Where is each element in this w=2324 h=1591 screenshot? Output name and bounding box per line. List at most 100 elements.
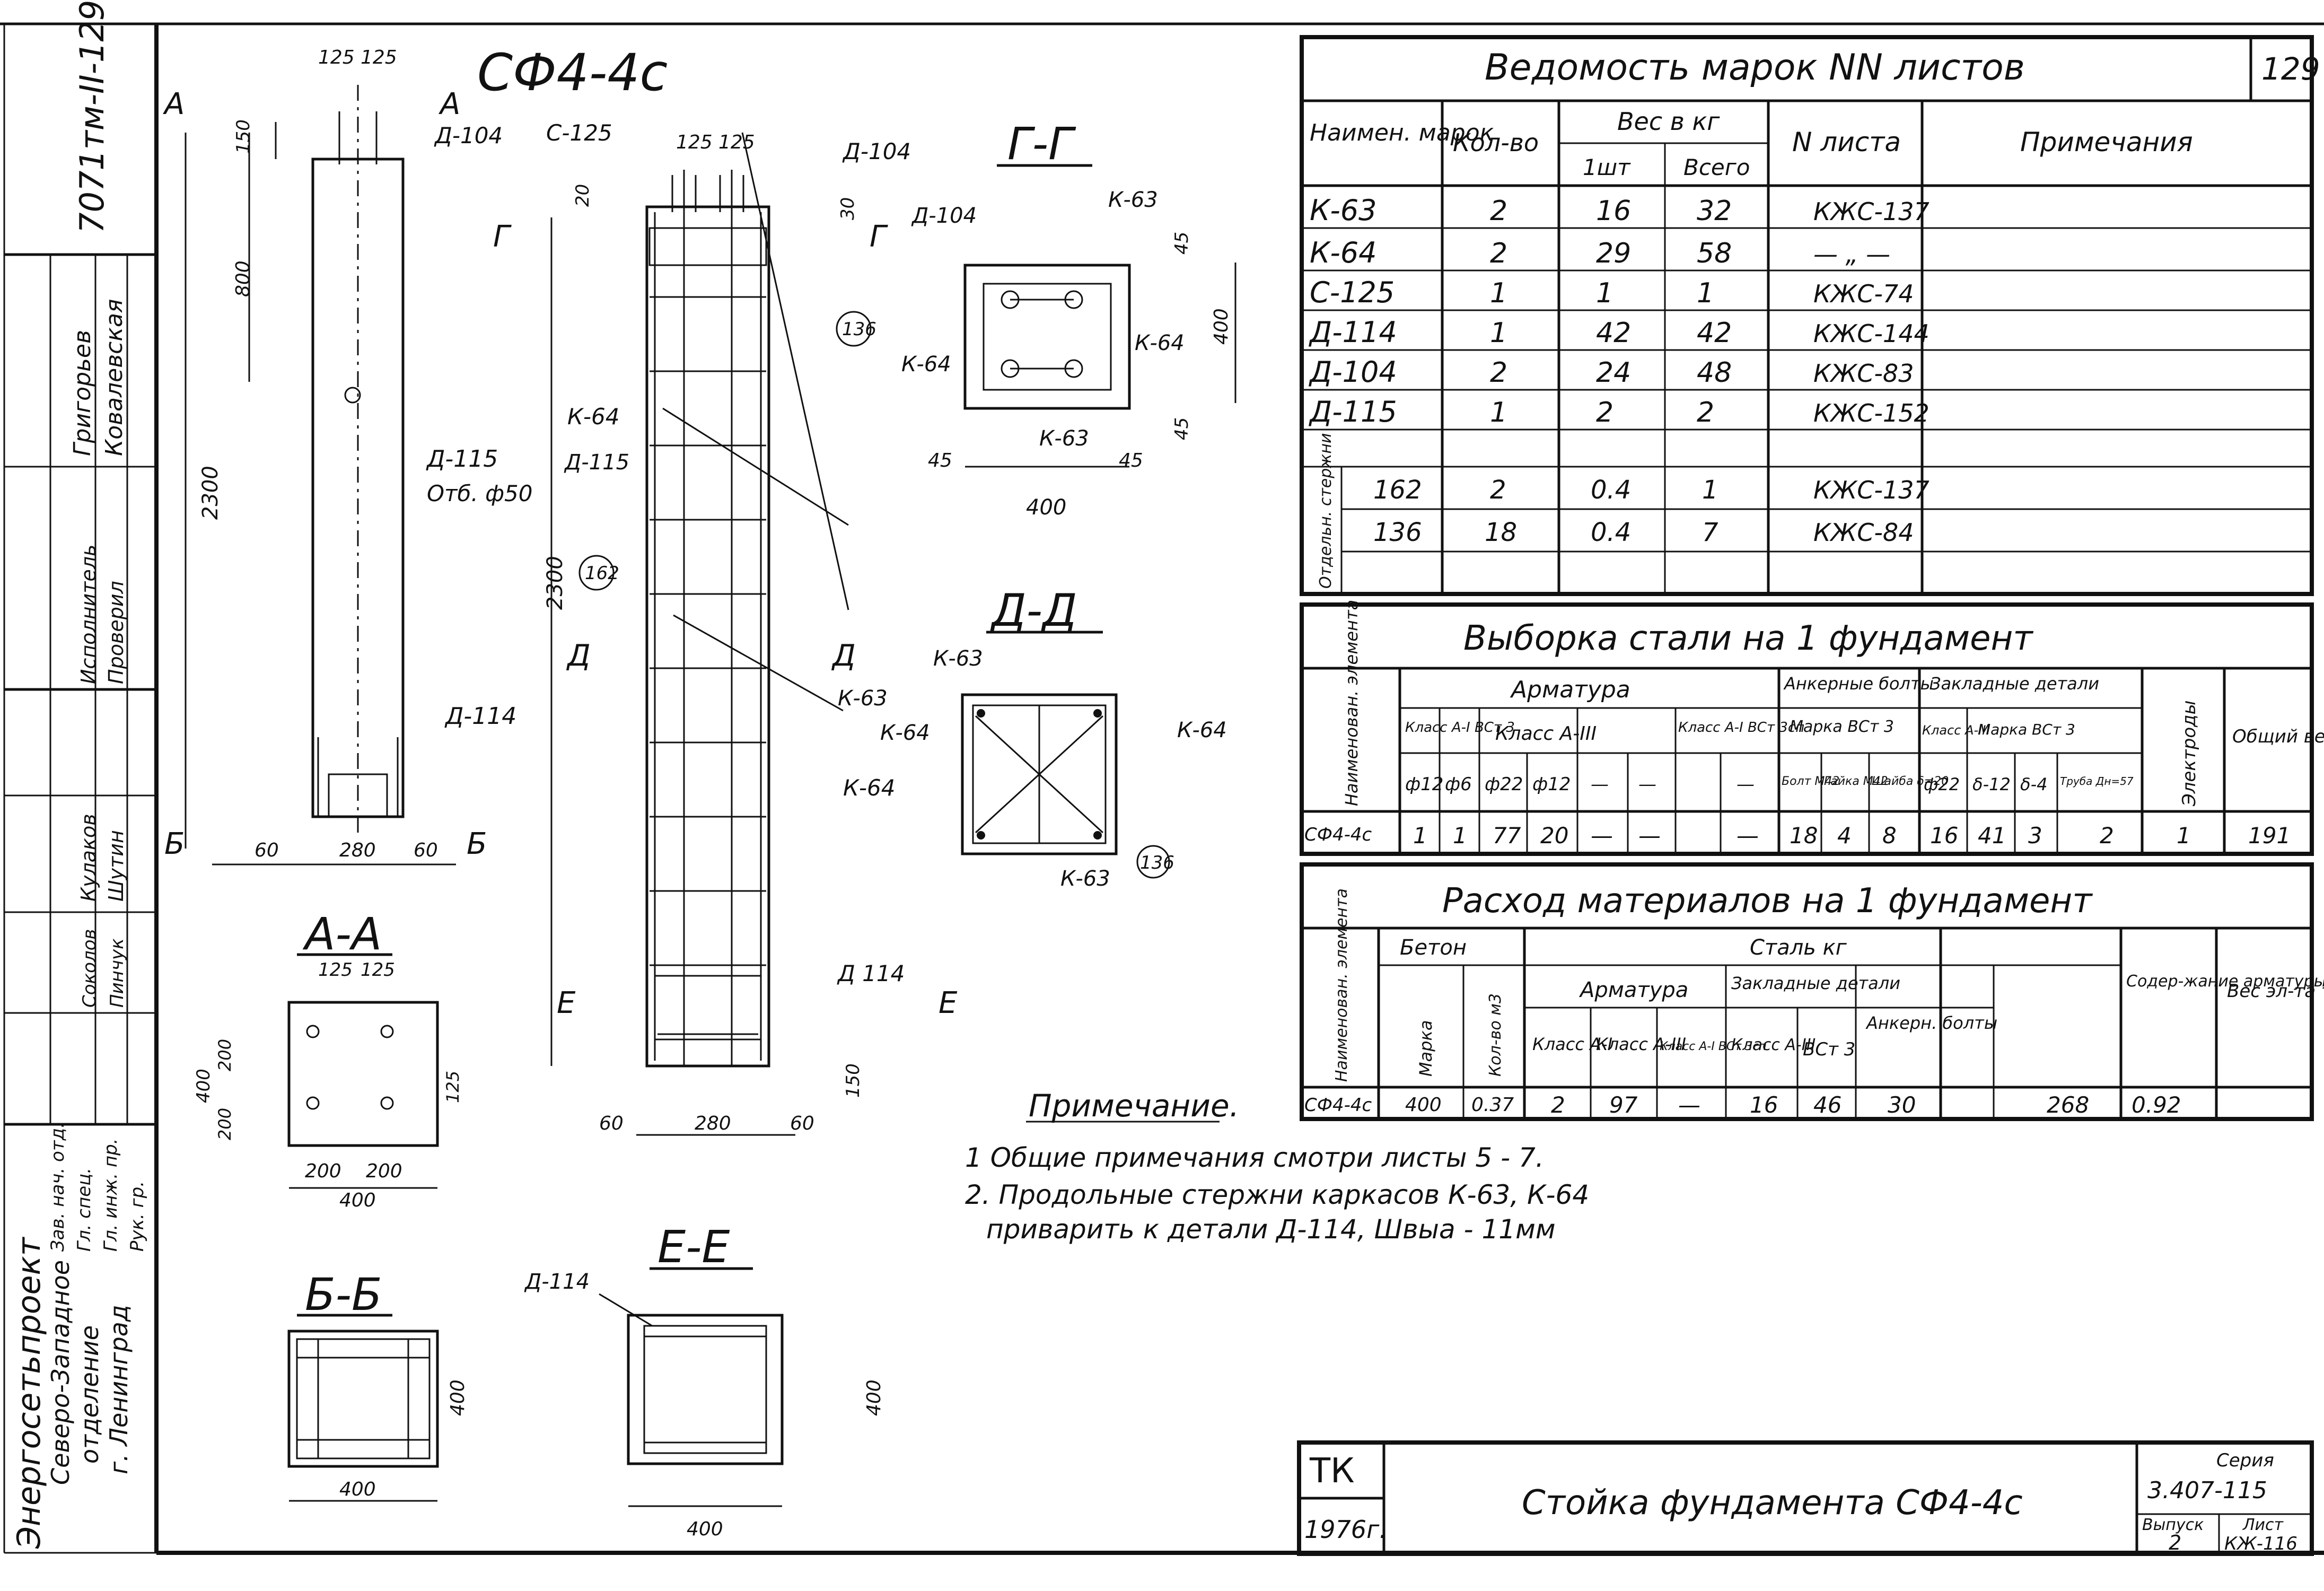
name-kovalevskaya: Ковалевская xyxy=(101,299,128,456)
ras-h-emb-st3: ВСт 3 xyxy=(1803,1039,1855,1060)
ras-h-beton: Бетон xyxy=(1400,936,1467,960)
note-3: приварить к детали Д-114, Швыа - 11мм xyxy=(986,1214,1556,1245)
vyb-h-emb: Закладные детали xyxy=(1930,674,2099,694)
vyb-sub-9: Шайба δ=20 xyxy=(1872,775,1949,788)
sep0-name: 162 xyxy=(1373,475,1422,505)
cut-e-left: Е xyxy=(557,986,576,1020)
tb-year: 1976г. xyxy=(1304,1515,1387,1544)
name-sokolov: Соколов xyxy=(79,929,100,1008)
sep1-all: 7 xyxy=(1702,518,1718,547)
row2-all: 1 xyxy=(1697,277,1714,309)
gg-k63b: К-63 xyxy=(1039,426,1089,451)
gg-k64a: К-64 xyxy=(901,352,951,377)
cage-c125: С-125 xyxy=(546,120,612,146)
elevation-outline-view: СФ4-4с Д-104 Д-115 Отб. ф50 Д-114 125 12… xyxy=(163,43,668,866)
vyb-sub-3: ф12 xyxy=(1532,774,1571,795)
role-spec: Гл. спец. xyxy=(74,1168,95,1252)
section-e-e: Е-Е Д-114 400 400 xyxy=(524,1221,885,1540)
cut-b-left: Б xyxy=(164,827,185,861)
ras-h-anchor: Анкерн. болты xyxy=(1865,1013,1997,1033)
vyb-h-arm: Арматура xyxy=(1510,676,1630,703)
dim-60a: 60 xyxy=(255,840,279,861)
org-name: Энергосетьпроект xyxy=(11,1236,48,1549)
row5-sheet: КЖС-152 xyxy=(1813,399,1930,427)
side-code: 7071тм-II-129 xyxy=(73,0,111,233)
bb-dim-400v: 400 xyxy=(447,1379,469,1416)
gg-k63a: К-63 xyxy=(1108,188,1158,212)
section-a-a: А-А 125 125 200 200 400 200 200 400 125 xyxy=(193,908,463,1211)
name-pinchuk: Пинчук xyxy=(107,938,128,1008)
elev-d115: Д-115 xyxy=(426,445,498,473)
ras-h-mark: Марка xyxy=(1416,1020,1436,1077)
notes-title: Примечание. xyxy=(1029,1088,1239,1124)
row3-all: 42 xyxy=(1697,317,1732,349)
row3-qty: 1 xyxy=(1490,317,1507,349)
vyb-sub-4: — xyxy=(1591,774,1609,795)
vedomost-title: Ведомость марок NN листов xyxy=(1485,47,2025,89)
ras-h-name: Наименован. элемента xyxy=(1332,888,1351,1082)
row5-all: 2 xyxy=(1697,397,1714,429)
aa-dim-400: 400 xyxy=(339,1190,376,1211)
sep-label: Отдельн. стержни xyxy=(1317,433,1335,589)
vyb-h-total: Общий вес кг xyxy=(2232,726,2324,747)
dd-k64b: К-64 xyxy=(1177,718,1227,742)
vyb-h-name: Наименован. элемента xyxy=(1341,600,1362,806)
tb-issue-label: Выпуск xyxy=(2142,1516,2204,1534)
row1-name: К-64 xyxy=(1310,236,1377,269)
elev-d104: Д-104 xyxy=(434,123,503,148)
row4-qty: 2 xyxy=(1490,357,1507,389)
gg-dim-45a: 45 xyxy=(928,450,952,471)
vyb-h-emb-cls: Класс А-III xyxy=(1922,723,1989,738)
role-head: Зав. нач. отд. xyxy=(47,1122,68,1252)
cage-dim-125b: 125 xyxy=(718,132,755,153)
row3-sheet: КЖС-144 xyxy=(1813,319,1930,348)
note-1: 1 Общие примечания смотри листы 5 - 7. xyxy=(965,1142,1544,1173)
aa-dim-125c: 125 xyxy=(443,1071,463,1103)
cage-k64b: К-64 xyxy=(843,775,895,801)
aa-dim-200b: 200 xyxy=(366,1160,402,1182)
row5-one: 2 xyxy=(1596,397,1613,429)
vyb-row-10: 8 xyxy=(1882,823,1897,849)
sep1-sheet: КЖС-84 xyxy=(1813,518,1914,547)
ras-h-content: Содер-жание арматуры кг/м3 xyxy=(2126,972,2324,991)
vyb-row-8: 18 xyxy=(1790,823,1818,849)
section-gg-title: Г-Г xyxy=(1007,118,1076,170)
sep0-all: 1 xyxy=(1702,475,1718,505)
section-b-b: Б-Б 400 400 xyxy=(287,1269,469,1502)
ras-h-steel: Сталь кг xyxy=(1750,936,1847,960)
section-d-d-right: Д-Д 136 К-63 К-64 К-64 К-63 xyxy=(880,584,1227,891)
ras-h-a1: Класс А-I xyxy=(1532,1034,1612,1054)
h-name: Наимен. марок xyxy=(1310,119,1494,146)
section-bb-title: Б-Б xyxy=(305,1269,382,1321)
section-aa-title: А-А xyxy=(302,908,382,960)
vedomost-table: Ведомость марок NN листов 129 Наимен. ма… xyxy=(1300,35,2320,596)
bb-dim-400h: 400 xyxy=(339,1479,376,1500)
row0-all: 32 xyxy=(1697,195,1732,227)
tb-name: Стойка фундамента СФ4-4с xyxy=(1522,1483,2023,1523)
elev-hole: Отб. ф50 xyxy=(427,480,532,506)
name-grigoriev: Григорьев xyxy=(69,330,96,456)
cage-d114: Д 114 xyxy=(837,960,905,986)
h-all: Всего xyxy=(1683,154,1750,180)
aa-dim-200d: 200 xyxy=(215,1108,235,1140)
cage-dim-125a: 125 xyxy=(676,132,713,153)
tb-sheet-label: Лист xyxy=(2242,1516,2284,1534)
dim-2300: 2300 xyxy=(198,466,223,520)
vyb-row-15: 1 xyxy=(2177,823,2191,849)
cage-ref-162: 162 xyxy=(585,563,619,584)
vyb-h-emb-mark: Марка ВСт 3 xyxy=(1978,721,2075,738)
dd-k63a: К-63 xyxy=(933,646,983,671)
vyborka-table: Выборка стали на 1 фундамент Наименован.… xyxy=(1300,600,2324,856)
cut-d-right: Д xyxy=(831,639,856,673)
aa-dim-400v: 400 xyxy=(193,1069,214,1103)
role-group: Рук. гр. xyxy=(127,1181,148,1252)
row4-one: 24 xyxy=(1596,357,1631,389)
cage-k63: К-63 xyxy=(838,686,888,711)
row0-qty: 2 xyxy=(1490,195,1507,227)
cage-dim-60a: 60 xyxy=(599,1113,624,1134)
vyb-sub-12: δ-4 xyxy=(2020,774,2047,794)
sep1-one: 0.4 xyxy=(1591,518,1631,547)
vyb-h-cls1b: Класс А-I ВСт 3сп xyxy=(1678,720,1804,736)
notes-block: Примечание. 1 Общие примечания смотри ли… xyxy=(965,1088,1589,1245)
